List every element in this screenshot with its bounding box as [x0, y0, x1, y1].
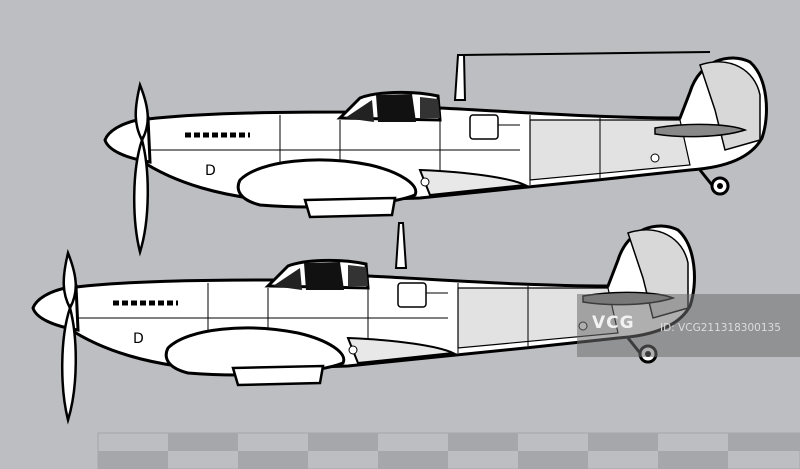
watermark-id: ID: VCG211318300135	[660, 322, 781, 334]
watermark-logo: VCG	[592, 313, 635, 333]
antenna-mast	[394, 222, 408, 269]
antenna-wire	[461, 51, 711, 56]
scale-bar	[97, 432, 800, 469]
watermark-overlay	[577, 294, 800, 357]
aircraft-bottom	[33, 222, 694, 420]
aircraft-top	[105, 51, 766, 252]
antenna-mast	[453, 54, 467, 101]
